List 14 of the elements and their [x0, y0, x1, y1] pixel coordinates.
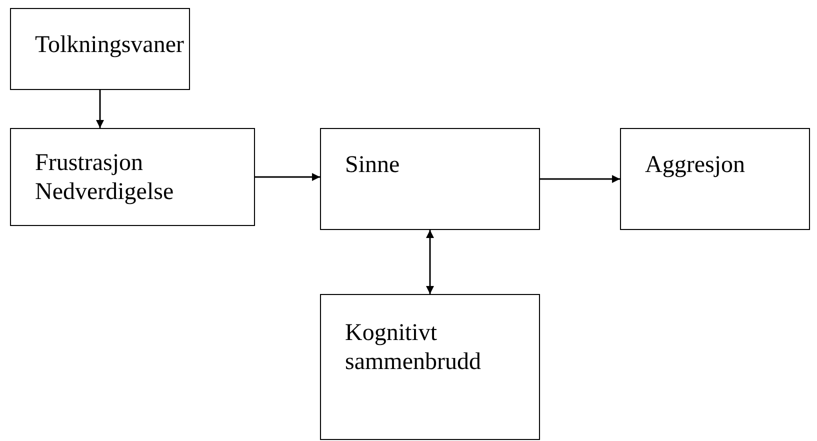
arrow [96, 90, 104, 128]
arrow [540, 175, 620, 183]
arrow [255, 173, 320, 181]
box-label: Sinne [345, 151, 400, 180]
box-label: Frustrasjon Nedverdigelse [35, 149, 175, 207]
box-label: Kognitivt sammenbrudd [345, 319, 482, 377]
arrow [426, 230, 434, 294]
process-box [320, 294, 540, 440]
process-box [320, 128, 540, 230]
box-label: Aggresjon [645, 151, 745, 180]
process-box [620, 128, 810, 230]
process-box [10, 128, 255, 226]
process-box [10, 8, 190, 90]
box-label: Tolkningsvaner [35, 31, 184, 60]
